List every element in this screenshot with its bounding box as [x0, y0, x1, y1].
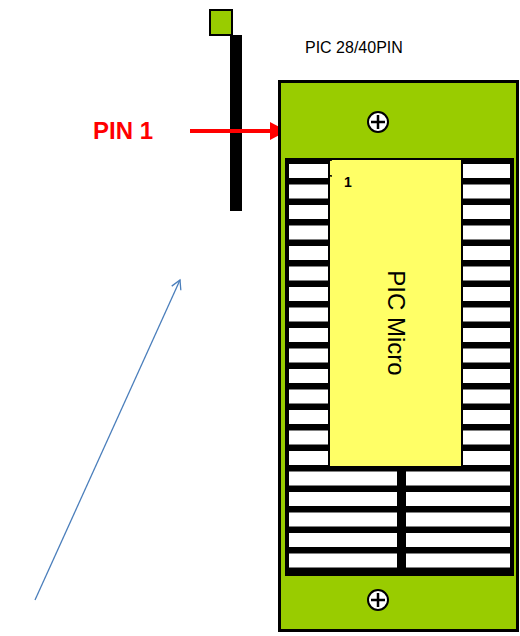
contact-slot — [406, 472, 510, 486]
chip-label: PIC Micro — [382, 270, 410, 375]
contact-slot — [406, 554, 510, 568]
contact-slot — [406, 513, 510, 527]
lever-knob — [210, 10, 232, 35]
notch — [328, 160, 332, 176]
contact-slot — [406, 533, 510, 547]
pic-chip: 1PIC Micro — [328, 158, 463, 468]
zif-socket-board: PIC 28/40PIN1PIC Micro — [278, 80, 519, 632]
screw — [368, 590, 388, 610]
screw-cross — [371, 593, 385, 607]
lever-arm — [230, 35, 242, 211]
contact-slot — [289, 513, 397, 527]
contact-slot — [289, 492, 397, 506]
contact-slot — [289, 554, 397, 568]
screw-cross — [371, 115, 385, 129]
pin1-arrow — [190, 129, 272, 133]
contact-slot — [289, 472, 397, 486]
pin-callout: PIN 1 — [93, 117, 153, 145]
pointer-line — [35, 280, 180, 600]
screw — [368, 112, 388, 132]
pin-number: 1 — [344, 174, 352, 190]
socket-body — [285, 158, 514, 576]
contact-slot — [289, 533, 397, 547]
contact-slot — [406, 492, 510, 506]
board-title: PIC 28/40PIN — [305, 39, 403, 57]
